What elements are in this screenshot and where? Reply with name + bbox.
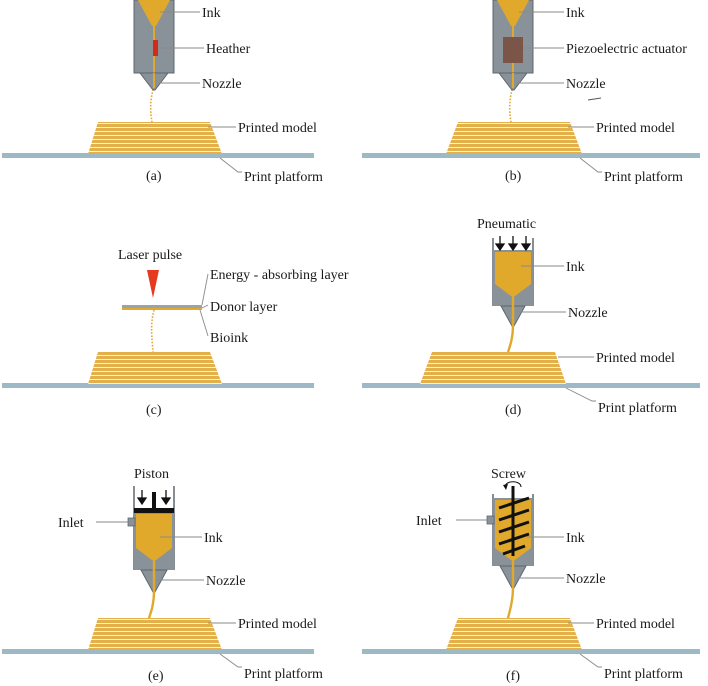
printed-model-label: Printed model [238,617,317,632]
print-platform-label: Print platform [598,401,677,416]
extruded-filament [506,296,515,353]
printed-model-label: Printed model [596,617,675,632]
nozzle-label: Nozzle [566,77,606,92]
ink-fill [495,252,531,296]
printed-model [420,352,566,384]
energy-absorbing-layer [122,305,202,308]
donor-layer [122,308,202,310]
panel-f: Screw Inlet Ink Nozzle Printed model Pri… [362,467,700,684]
panel-caption: (d) [505,403,522,418]
stray-mark [587,97,602,101]
ink-label: Ink [566,531,585,546]
print-platform-label: Print platform [604,667,683,682]
ink-reservoir [138,0,170,26]
print-platform [362,153,700,158]
print-platform [2,649,314,654]
ink-label: Ink [566,260,585,275]
panel-e: Piston Inlet Ink Nozzle Printed model Pr… [2,467,323,684]
printed-model [88,352,222,384]
print-platform [2,383,314,388]
printed-model-label: Printed model [596,351,675,366]
nozzle-label: Nozzle [206,574,246,589]
print-platform [362,649,700,654]
piezo-actuator [503,37,523,63]
ink-label: Ink [204,531,223,546]
pneumatic-label: Pneumatic [477,217,536,232]
donor-layer-label: Donor layer [210,300,278,315]
ink-label: Ink [566,6,585,21]
panel-caption: (e) [148,669,164,684]
screw-label: Screw [491,467,527,482]
print-platform-label: Print platform [604,170,683,185]
printed-model [446,122,582,154]
inlet-port [486,515,495,525]
piston-rod [152,492,156,510]
ink-reservoir [497,0,529,26]
print-platform [2,153,314,158]
pressure-arrows-icon [494,236,532,252]
laser-pulse-icon [147,270,159,298]
laser-label: Laser pulse [118,248,182,263]
actuator-label: Piezoelectric actuator [566,42,687,57]
panel-c: Laser pulse Energy - absorbing layer Don… [2,248,349,418]
inlet-label: Inlet [58,516,84,531]
printed-model [88,122,222,154]
nozzle-label: Nozzle [202,77,242,92]
print-platform-label: Print platform [244,667,323,682]
panel-a: Ink Heather Nozzle Printed model Print p… [2,0,323,185]
print-platform-leader [579,157,602,173]
inlet-port [127,517,136,527]
ink-droplets [149,85,155,123]
extruded-filament [506,560,515,619]
heater-label: Heather [206,42,251,57]
nozzle-label: Nozzle [568,306,608,321]
piston-arrows-icon [136,490,172,506]
bioink-droplets [150,309,155,353]
print-platform-leader [219,157,242,173]
print-platform [362,383,700,388]
ink-droplets [508,85,514,123]
panel-caption: (a) [146,169,162,184]
energy-layer-leader [201,273,209,306]
printed-model [88,618,222,650]
panel-caption: (c) [146,403,162,418]
energy-layer-label: Energy - absorbing layer [210,268,349,283]
ink-label: Ink [202,6,221,21]
inlet-label: Inlet [416,514,442,529]
bioink-label: Bioink [210,331,248,346]
nozzle-label: Nozzle [566,572,606,587]
printed-model [446,618,582,650]
heater-element [153,40,158,56]
screw-auger [498,486,530,556]
print-platform-label: Print platform [244,170,323,185]
bioink-leader [199,309,209,337]
panel-b: Ink Piezoelectric actuator Nozzle Printe… [362,0,700,185]
extruded-filament [147,560,156,619]
piston-plate [134,508,174,513]
print-platform-leader [565,387,596,402]
print-platform-leader [219,653,242,668]
piston-label: Piston [134,467,169,482]
printed-model-label: Printed model [238,121,317,136]
panel-caption: (f) [506,669,520,684]
donor-layer-leader [201,304,209,309]
rotation-arrow-head [503,484,508,490]
print-platform-leader [579,653,602,668]
printed-model-label: Printed model [596,121,675,136]
panel-d: Pneumatic Ink Nozzle Printed model Print… [362,217,700,418]
panel-caption: (b) [505,169,522,184]
ink-fill [136,514,172,560]
